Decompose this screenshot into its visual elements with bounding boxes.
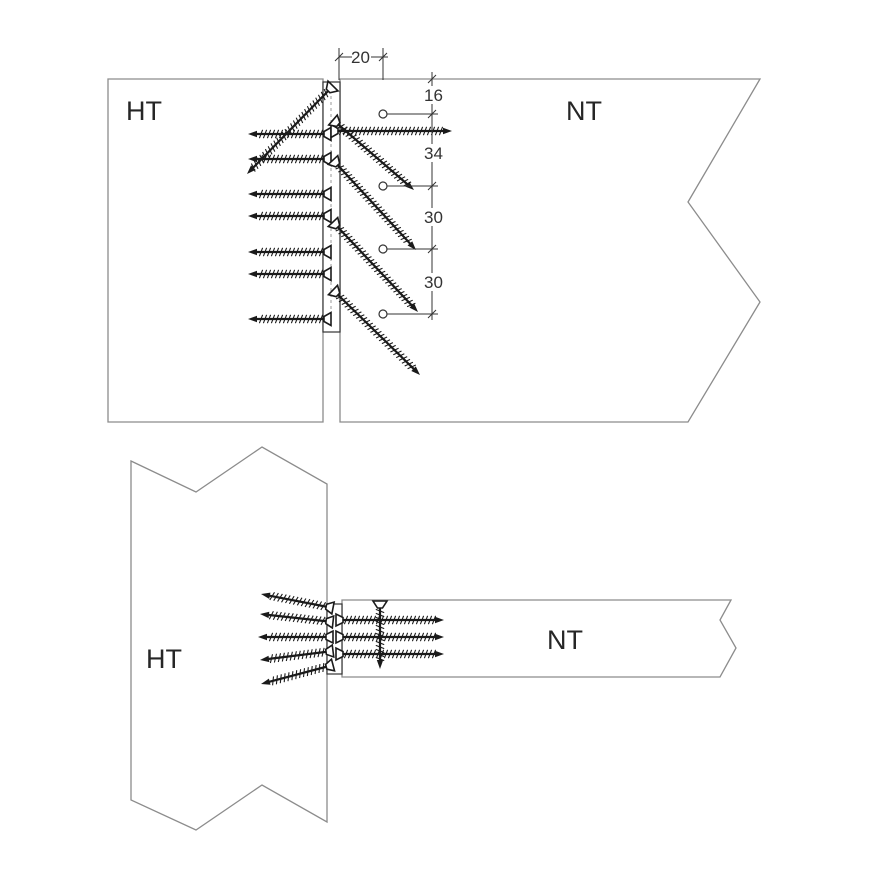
hole-marker: [378, 181, 388, 191]
screw-icon: [326, 216, 418, 312]
dimension-text: 34: [424, 144, 443, 163]
screw-icon: [335, 612, 444, 628]
hole-markers: [378, 109, 438, 319]
secondary-beam-label: NT: [566, 96, 602, 126]
screw-icon: [335, 629, 444, 645]
dimension-text: 20: [351, 48, 370, 67]
screw-icon: [326, 154, 416, 250]
screw-icon: [247, 79, 340, 174]
screw-icon: [248, 208, 332, 224]
dimension-top: 20: [334, 48, 388, 80]
screw-icon: [248, 266, 332, 282]
screw-icon: [261, 592, 336, 616]
screw-icon: [248, 311, 332, 327]
screw-icon: [248, 244, 332, 260]
main-beam-elevation: [107, 78, 324, 423]
elevation-view: HT NT 20: [107, 48, 762, 423]
dimension-chain: 16 34 30 30: [420, 72, 446, 320]
elevation-screws: [247, 79, 452, 375]
plan-screws: [258, 592, 444, 686]
screw-icon: [248, 126, 332, 142]
hole-marker: [378, 109, 388, 119]
main-beam-plan: [130, 446, 328, 831]
main-beam-label: HT: [126, 96, 162, 126]
hole-marker: [378, 309, 388, 319]
dimension-text: 30: [424, 273, 443, 292]
dimension-text: 16: [424, 86, 443, 105]
screw-icon: [371, 600, 389, 669]
hole-marker: [378, 244, 388, 254]
screw-icon: [261, 657, 336, 686]
screw-icon: [248, 186, 332, 202]
screw-icon: [260, 643, 335, 664]
screw-icon: [326, 283, 420, 375]
screw-icon: [335, 646, 444, 662]
plan-view: HT NT: [130, 446, 737, 831]
screw-icon: [258, 629, 334, 645]
secondary-beam-label: NT: [547, 625, 583, 655]
secondary-beam-elevation: [339, 78, 762, 423]
main-beam-label: HT: [146, 644, 182, 674]
screw-icon: [260, 610, 335, 630]
dimension-text: 30: [424, 208, 443, 227]
